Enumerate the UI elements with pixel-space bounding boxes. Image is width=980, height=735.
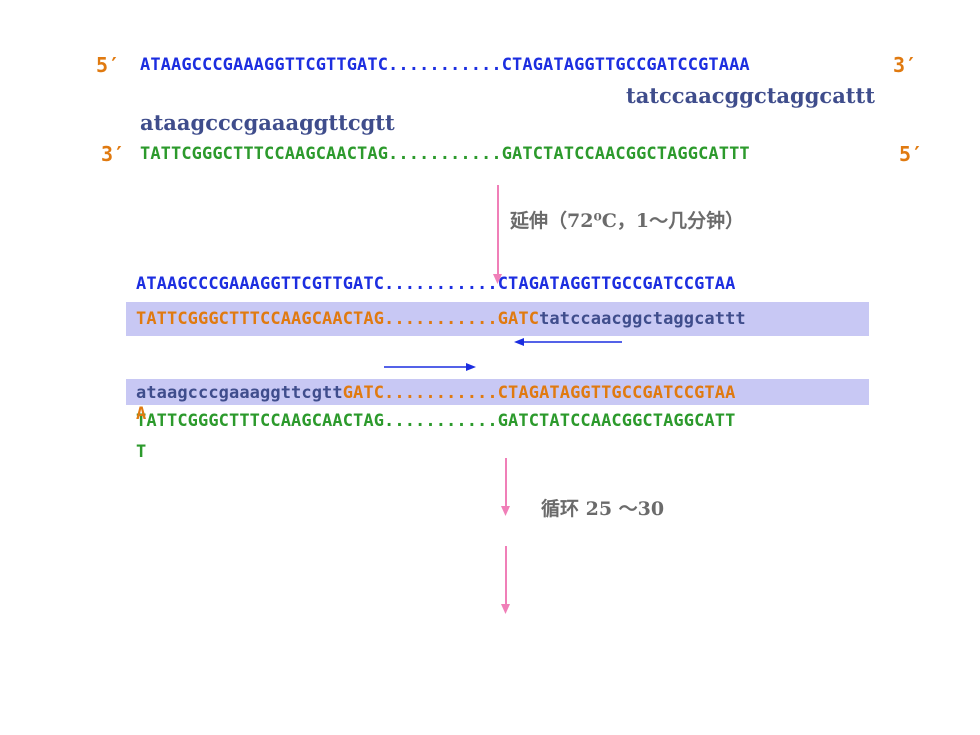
extension-arrowhead [493,274,502,284]
duplex2-forward-primer: ataagcccgaaaggttcgtt [136,383,343,403]
top-strand-3prime-label: 3′ [893,53,918,77]
duplex1-reverse-primer: tatccaacggctaggcattt [539,309,746,329]
duplex1-new-strand: TATTCGGGCTTTCCAAGCAACTAG...........GATC [136,309,540,329]
duplex2-highlight-band [126,379,869,405]
extension-process-arrow-shaft [497,185,499,275]
duplex2-new-strand: GATC...........CTAGATAGGTTGCCGATCCGTAA [342,383,736,403]
duplex2-bottom-strand-wrap: T [136,442,147,462]
duplex2-bottom-strand: TATTCGGGCTTTCCAAGCAACTAG...........GATCT… [136,411,736,431]
bottom-template-sequence: TATTCGGGCTTTCCAAGCAACTAG...........GATCT… [140,144,750,164]
extension-step-label: 延伸（72⁰C，1～几分钟） [510,210,745,232]
duplex1-bottom-strand: TATTCGGGCTTTCCAAGCAACTAG...........GATCt… [136,311,746,328]
duplex1-top-strand: ATAAGCCCGAAAGGTTCGTTGATC...........CTAGA… [136,274,736,294]
duplex1-highlight-band [126,302,869,336]
reverse-direction-arrowhead [514,338,524,346]
cycle-step-label: 循环 25 ～30 [541,498,665,520]
duplex2-top-strand: ataagcccgaaaggttcgttGATC...........CTAGA… [136,385,735,402]
top-template-sequence: ATAAGCCCGAAAGGTTCGTTGATC...........CTAGA… [140,55,750,75]
final-arrowhead [501,604,510,614]
forward-primer: ataagcccgaaaggttcgtt [140,110,395,135]
forward-direction-arrowhead [466,363,476,371]
reverse-primer: tatccaacggctaggcattt [626,83,875,108]
top-strand-5prime-label: 5′ [96,53,121,77]
bottom-strand-5prime-label: 5′ [899,142,924,166]
cycle-arrowhead [501,506,510,516]
final-process-arrow-shaft [505,546,507,606]
cycle-process-arrow-shaft [505,458,507,508]
duplex2-top-strand-wrap: A [136,404,147,424]
bottom-strand-3prime-label: 3′ [101,142,126,166]
